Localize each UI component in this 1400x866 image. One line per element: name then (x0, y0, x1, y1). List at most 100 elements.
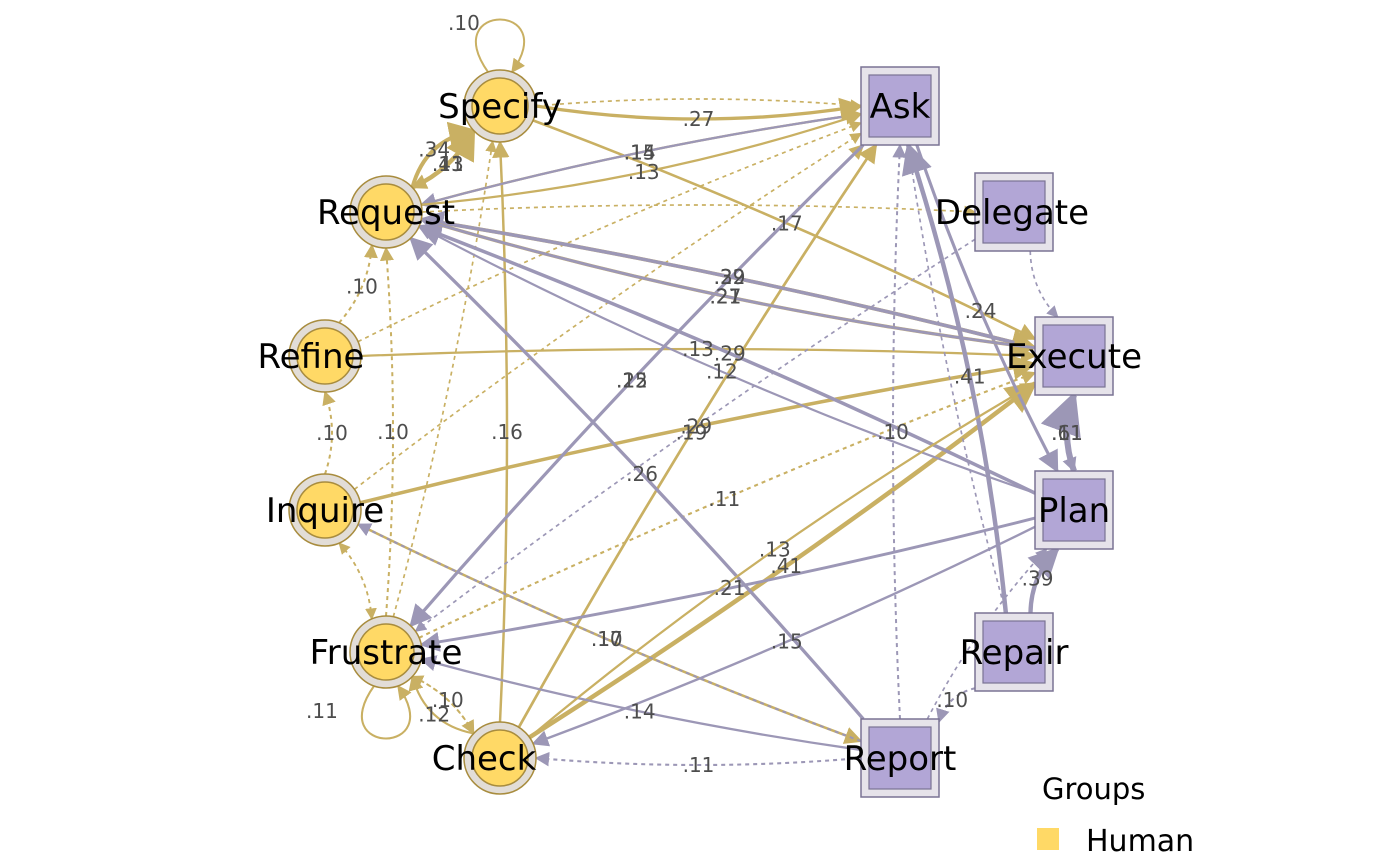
edge-request-to-delegate (421, 204, 977, 218)
node-circle-frustrate (357, 623, 415, 681)
edge-label-plan-to-request: .29 (714, 341, 746, 365)
node-fill-ask (868, 74, 932, 138)
node-fill-execute (1042, 324, 1106, 388)
edge-label-repair-to-plan: .39 (1022, 566, 1054, 590)
node-check[interactable]: Check (432, 721, 537, 795)
edge-label-report-to-ask: .10 (877, 420, 909, 444)
edge-frustrate-self-loop (360, 684, 412, 740)
edge-label-specify-to-ask: .27 (683, 107, 715, 131)
node-label-repair: Repair (960, 633, 1069, 673)
edge-refine-to-execute (360, 347, 1037, 364)
node-label-request: Request (317, 193, 455, 233)
node-label-frustrate: Frustrate (310, 633, 463, 673)
node-execute[interactable]: Execute (1006, 316, 1142, 396)
edge-label-plan-to-execute: .61 (1051, 421, 1083, 445)
edge-execute-to-request (418, 210, 1036, 350)
edge-labels-layer: .17.13.10.41.15.32.10.13.10.29.17.10.12.… (306, 11, 1083, 777)
edge-label-check-to-execute: .13 (759, 538, 791, 562)
node-label-delegate: Delegate (935, 193, 1089, 233)
edge-label-frustrate-to-execute: .11 (708, 487, 740, 511)
edge-label-specify-to-request: .13 (432, 152, 464, 176)
edge-label-repair-to-report: .10 (936, 688, 968, 712)
node-fill-plan (1042, 478, 1106, 542)
edge-label-refine-to-request: .10 (346, 275, 378, 299)
edge-specify-to-ask (535, 98, 863, 111)
edge-plan-to-request (417, 225, 1036, 495)
edge-label-inquire-to-refine: .10 (316, 421, 348, 445)
edge-label-repair-to-ask: .41 (954, 364, 986, 388)
edge-check-to-ask (517, 143, 878, 728)
legend-title: Groups (1042, 772, 1145, 806)
edge-ask-to-plan (915, 144, 1059, 473)
node-specify[interactable]: Specify (438, 69, 562, 143)
edge-label-inquire-to-execute: .29 (680, 415, 712, 439)
edge-report-to-check (534, 751, 862, 767)
edge-label-check-to-ask: .19 (676, 420, 708, 444)
node-label-ask: Ask (870, 87, 931, 127)
edge-check-to-specify (492, 140, 510, 723)
node-plan[interactable]: Plan (1034, 470, 1114, 550)
edge-plan-to-check (531, 525, 1036, 747)
node-circle-inquire (296, 481, 354, 539)
edge-report-to-frustrate (419, 655, 862, 752)
edge-plan-to-request (416, 222, 1036, 495)
node-circle-request (357, 183, 415, 241)
edge-plan-to-frustrate (419, 516, 1036, 652)
edge-delegate-to-execute (1029, 250, 1059, 318)
node-label-execute: Execute (1006, 337, 1142, 377)
legend-swatch-human (1037, 828, 1059, 850)
edge-label-ask-to-frustrate: .25 (616, 369, 648, 393)
edge-label-execute-to-request: .21 (710, 284, 742, 308)
node-inquire[interactable]: Inquire (266, 473, 384, 547)
node-ask[interactable]: Ask (860, 66, 940, 146)
edge-frustrate-to-execute (418, 370, 1037, 639)
legend-label-human: Human (1086, 824, 1194, 859)
edge-label-request-to-ask: .13 (628, 160, 660, 184)
node-fill-delegate (982, 180, 1046, 244)
edge-inquire-to-refine (322, 390, 336, 475)
edge-report-to-request (409, 236, 865, 721)
node-refine[interactable]: Refine (258, 319, 365, 393)
edge-frustrate-to-inquire (338, 542, 373, 619)
edges-layer (322, 18, 1081, 767)
edge-label-ask-to-plan: .24 (965, 299, 997, 323)
edge-label-check-to-specify: .16 (491, 420, 523, 444)
edge-refine-to-ask (357, 121, 863, 343)
edge-label-report-to-inquire: .10 (591, 627, 623, 651)
edge-label-report-to-request: .26 (626, 462, 658, 486)
node-delegate[interactable]: Delegate (935, 172, 1089, 252)
edge-label-request-to-execute: .32 (714, 265, 746, 289)
edge-label-execute-to-plan: .11 (1051, 421, 1083, 445)
edge-frustrate-to-request (379, 246, 394, 617)
edge-ask-to-frustrate (409, 143, 865, 628)
node-circle-check (471, 729, 529, 787)
nodes-layer: SpecifyRequestRefineInquireFrustrateChec… (258, 66, 1142, 798)
edge-label-plan-to-check: .15 (771, 630, 803, 654)
edge-label-check-to-execute: .41 (770, 554, 802, 578)
node-fill-repair (982, 620, 1046, 684)
edge-repair-to-plan (1027, 546, 1060, 614)
edge-label-specify-to-execute: .17 (771, 211, 803, 235)
edge-label-plan-to-request: .12 (706, 360, 738, 384)
edge-refine-to-request (338, 243, 378, 324)
node-frustrate[interactable]: Frustrate (310, 615, 463, 689)
node-label-plan: Plan (1038, 491, 1110, 531)
edge-execute-to-request (419, 214, 1036, 350)
edge-label-frustrate-self: .11 (306, 699, 338, 723)
edge-inquire-to-frustrate (338, 542, 377, 621)
node-fill-report (868, 726, 932, 790)
node-label-check: Check (432, 739, 537, 779)
node-repair[interactable]: Repair (960, 612, 1069, 692)
edge-label-report-to-frustrate: .14 (624, 699, 656, 723)
edge-label-plan-to-frustrate: .21 (714, 576, 746, 600)
node-request[interactable]: Request (317, 175, 455, 249)
edge-label-frustrate-to-request: .10 (377, 420, 409, 444)
edge-label-report-to-check: .11 (683, 753, 715, 777)
edge-label-request-to-specify: .34 (418, 137, 450, 161)
edge-specify-to-execute (532, 119, 1037, 341)
edge-repair-to-report (936, 687, 976, 724)
node-circle-refine (296, 327, 354, 385)
edge-label-request-to-specify: .41 (432, 152, 464, 176)
edge-label-refine-to-execute: .13 (682, 337, 714, 361)
node-report[interactable]: Report (844, 718, 957, 798)
